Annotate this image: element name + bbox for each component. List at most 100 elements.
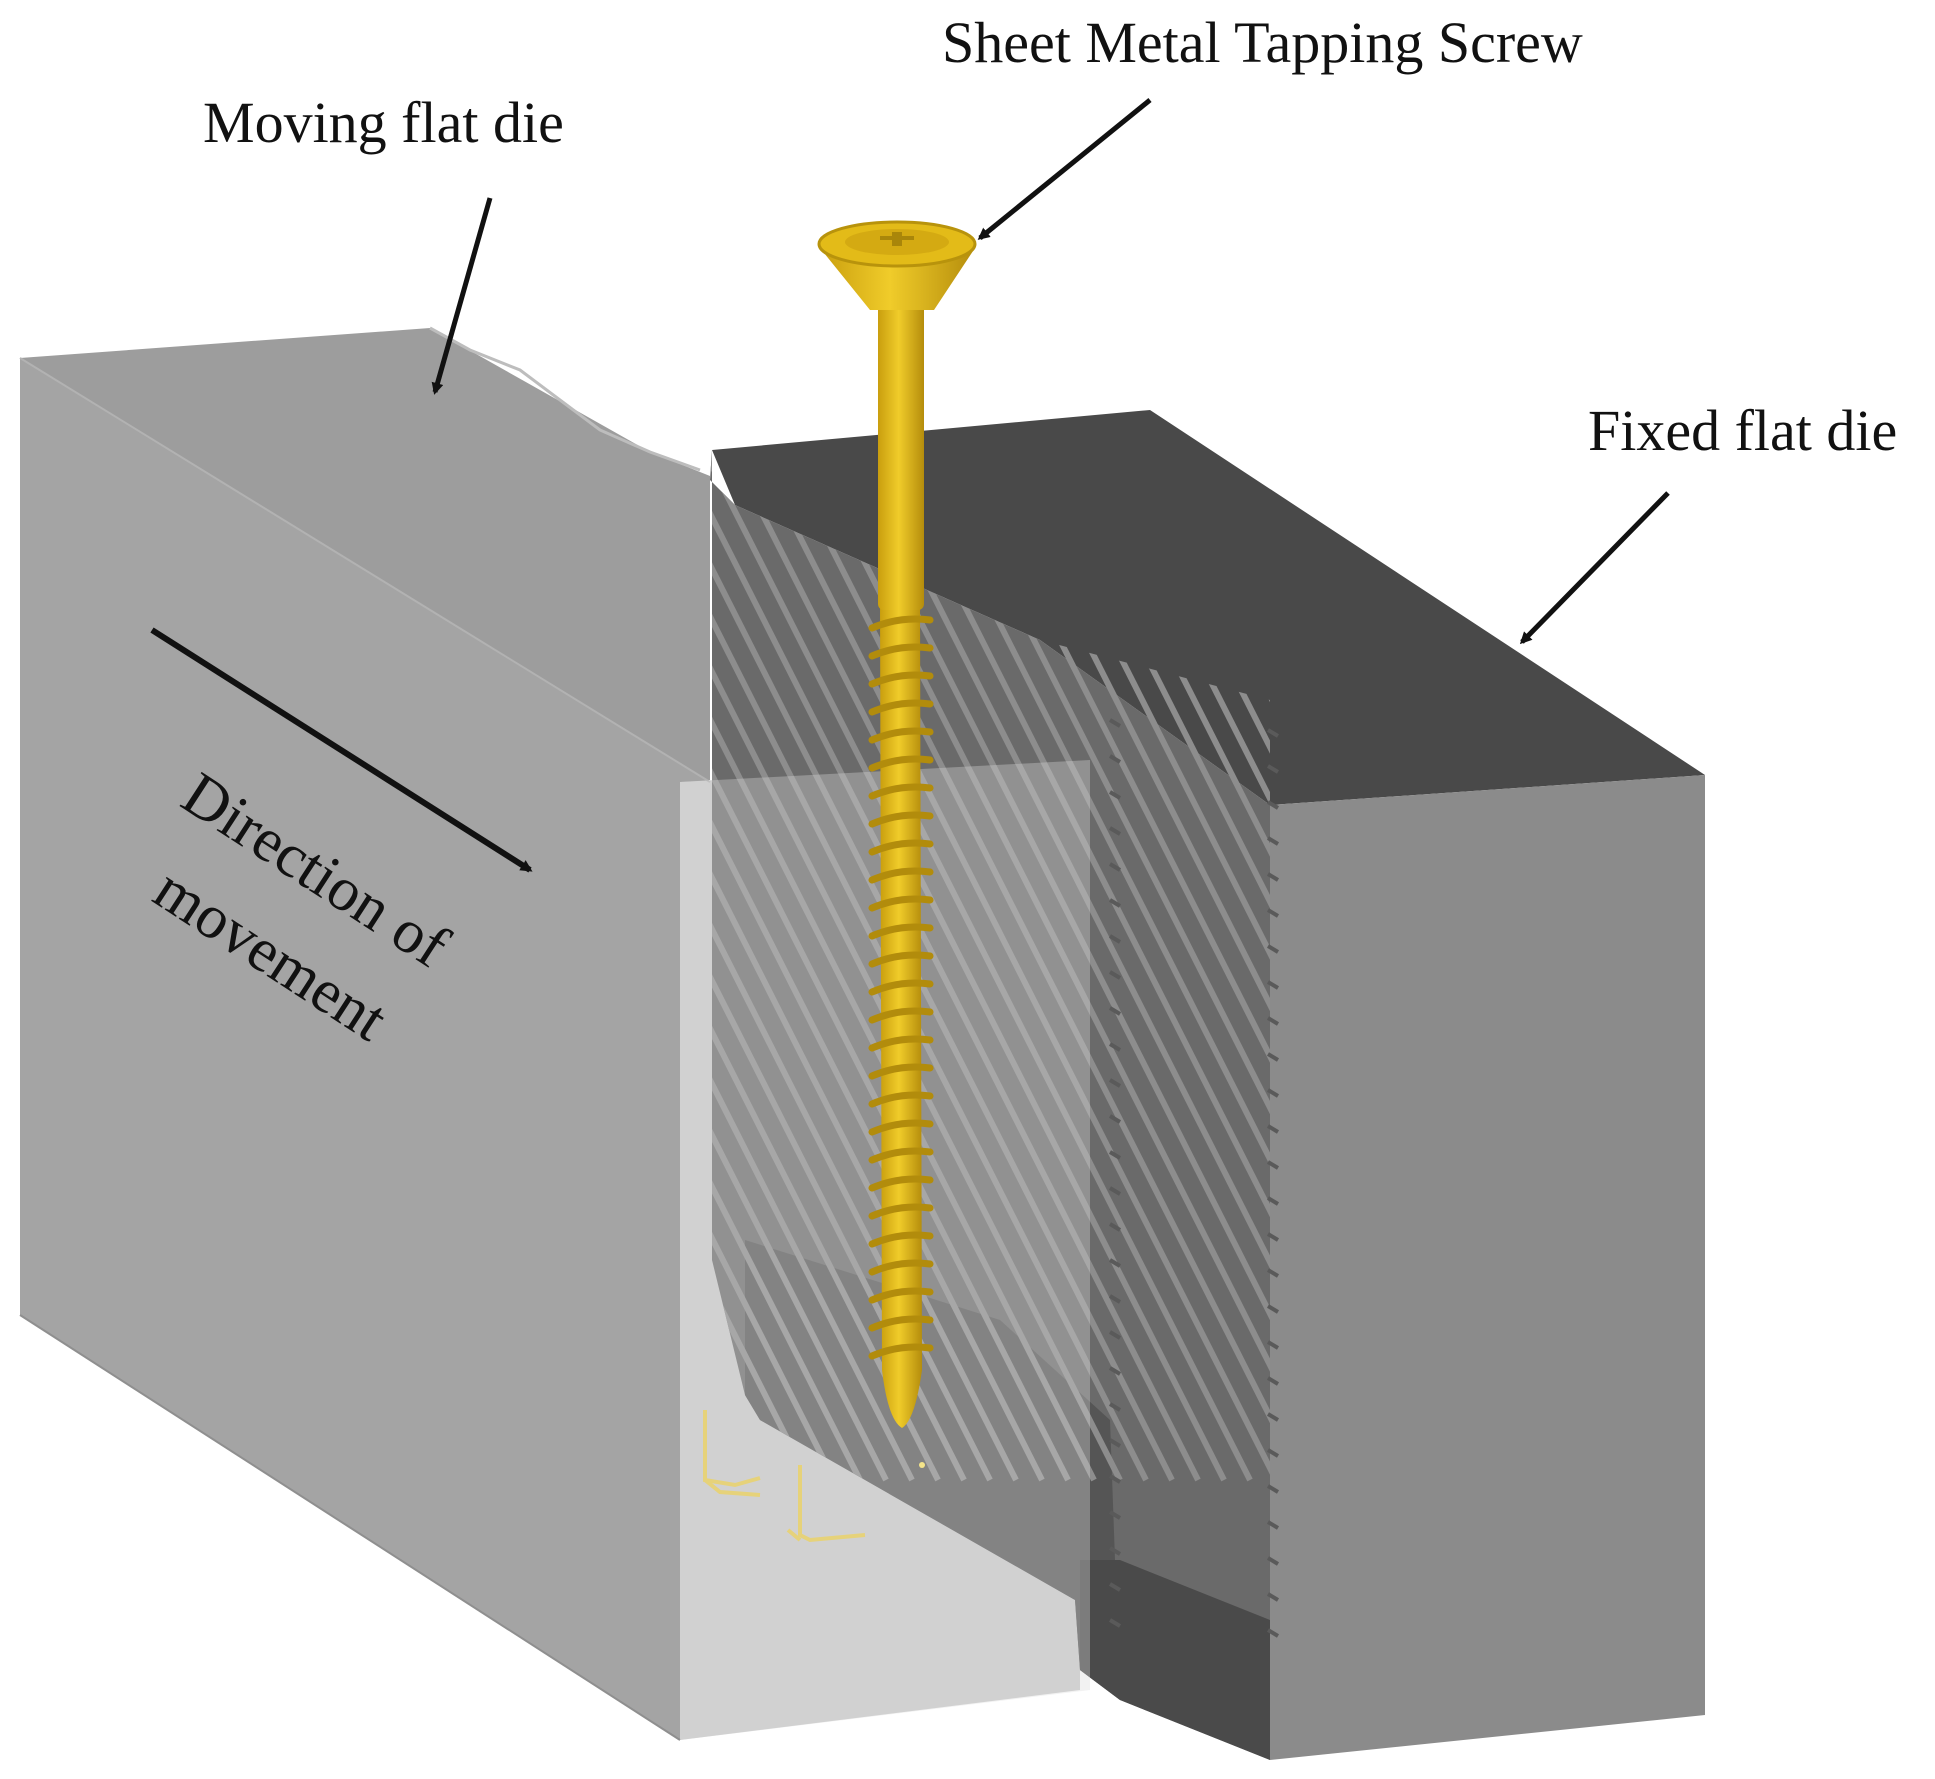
thread-groove-line <box>753 450 1270 1482</box>
fixed-die-top-face <box>712 410 1705 805</box>
serration-tick <box>1266 1340 1280 1350</box>
serration-tick <box>1108 1258 1122 1268</box>
thread-groove-line <box>1770 450 1935 1480</box>
screw-thread-crest <box>868 615 934 632</box>
screw-thread-crest <box>868 643 934 660</box>
thread-groove-line <box>710 450 863 1482</box>
moving-die-front-face <box>20 358 710 1740</box>
label-moving-die: Moving flat die <box>203 90 564 155</box>
screw-threads <box>868 615 934 1360</box>
thread-groove-line <box>710 450 889 1482</box>
thread-groove-line <box>779 450 1270 1482</box>
thread-groove-line <box>710 450 967 1482</box>
serration-tick <box>1266 1448 1280 1458</box>
screw-thread-crest <box>868 811 934 828</box>
serration-tick <box>1108 1006 1122 1016</box>
serration-tick <box>1108 790 1122 800</box>
screw-thread-crest <box>868 727 934 744</box>
thread-groove-line <box>1718 450 1935 1480</box>
screw-thread-crest <box>868 1287 934 1304</box>
serration-tick <box>1266 836 1280 846</box>
thread-groove-line <box>710 450 1097 1482</box>
serration-tick <box>1108 1366 1122 1376</box>
serration-tick <box>1266 1232 1280 1242</box>
serration-tick <box>1108 898 1122 908</box>
serration-tick <box>1266 872 1280 882</box>
screw-thread-crest <box>868 1147 934 1164</box>
thread-groove-line <box>710 450 1019 1482</box>
serration-tick <box>1266 944 1280 954</box>
screw-thread-crest <box>868 1063 934 1080</box>
serration-tick <box>1108 1078 1122 1088</box>
axis-triad-icon <box>703 1410 866 1543</box>
screw-thread-crest <box>868 923 934 940</box>
serration-tick <box>1108 718 1122 728</box>
serration-tick <box>1266 800 1280 810</box>
screw-shank <box>878 300 924 610</box>
serration-tick <box>1266 980 1280 990</box>
serration-tick <box>1108 970 1122 980</box>
serration-tick <box>1108 1186 1122 1196</box>
screw-thread-crest <box>868 951 934 968</box>
serration-tick <box>1108 1546 1122 1556</box>
serration-tick <box>1108 1330 1122 1340</box>
thread-groove-line <box>1822 450 1935 1480</box>
fixed-flat-die <box>710 410 1935 1760</box>
screw-thread-crest <box>868 867 934 884</box>
fixed-die-front-face <box>1270 775 1705 1760</box>
serration-tick <box>1108 1114 1122 1124</box>
thread-groove-line <box>1874 450 1935 1480</box>
serration-tick <box>1108 1474 1122 1484</box>
serration-tick <box>1108 1438 1122 1448</box>
thread-groove-line <box>710 450 1045 1482</box>
thread-groove-line <box>710 450 941 1482</box>
serration-tick <box>1108 826 1122 836</box>
serration-tick <box>1108 1222 1122 1232</box>
thread-groove-line <box>710 450 837 1482</box>
thread-groove-line <box>1796 450 1935 1480</box>
arrow-direction <box>150 627 533 873</box>
thread-groove-line <box>1744 450 1935 1480</box>
thread-groove-line <box>1666 450 1935 1480</box>
thread-groove-line <box>1692 450 1935 1480</box>
thread-groove-line <box>1900 450 1935 1480</box>
die-serrations <box>1108 718 1280 1638</box>
screw-thread-crest <box>868 1343 934 1360</box>
serration-tick <box>1266 1484 1280 1494</box>
screw-thread-crest <box>868 1035 934 1052</box>
serration-tick <box>1266 1124 1280 1134</box>
label-screw: Sheet Metal Tapping Screw <box>942 10 1583 75</box>
serration-tick <box>1266 1376 1280 1386</box>
serration-tick <box>1266 1016 1280 1026</box>
serration-tick <box>1108 862 1122 872</box>
arrow-screw <box>977 98 1152 240</box>
screw-thread-crest <box>868 671 934 688</box>
serration-tick <box>1266 1520 1280 1530</box>
serration-tick <box>1266 728 1280 738</box>
arrow-fixed-die <box>1519 491 1670 645</box>
thread-groove-line <box>710 450 915 1482</box>
serration-tick <box>1108 1510 1122 1520</box>
screw-thread-crest <box>868 699 934 716</box>
tapping-screw <box>817 220 977 1428</box>
screw-thread-crest <box>868 839 934 856</box>
thread-groove-line <box>883 450 1270 1482</box>
screw-thread-crest <box>868 979 934 996</box>
serration-tick <box>1108 1150 1122 1160</box>
serration-tick <box>1108 1402 1122 1412</box>
screw-thread-crest <box>868 1007 934 1024</box>
serration-tick <box>1108 934 1122 944</box>
serration-tick <box>1266 1556 1280 1566</box>
thread-groove-line <box>710 450 1123 1482</box>
serration-tick <box>1266 1160 1280 1170</box>
serration-tick <box>1266 1592 1280 1602</box>
screw-thread-crest <box>868 1119 934 1136</box>
serration-tick <box>1108 1618 1122 1628</box>
thread-groove-line <box>727 450 1253 1482</box>
serration-tick <box>1266 1052 1280 1062</box>
thread-groove-line <box>710 450 1071 1482</box>
serration-tick <box>1266 1412 1280 1422</box>
screw-thread-crest <box>868 755 934 772</box>
arrow-moving-die <box>431 197 493 395</box>
